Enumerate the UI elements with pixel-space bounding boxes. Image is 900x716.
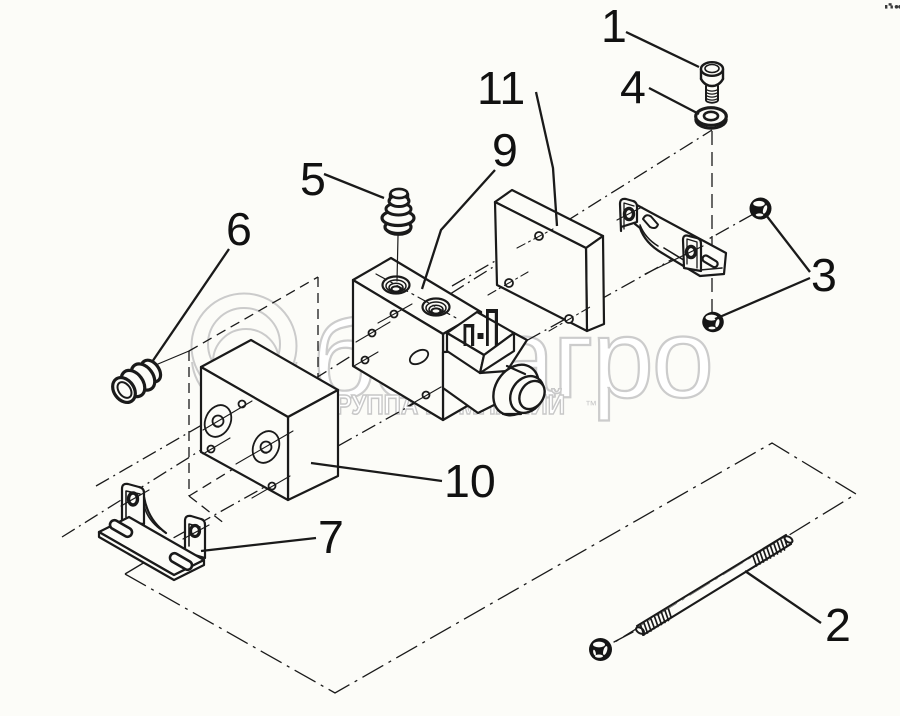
- svg-text:1: 1: [601, 0, 627, 52]
- svg-text:9: 9: [492, 124, 518, 176]
- svg-text:6: 6: [226, 203, 252, 255]
- svg-text:7: 7: [318, 511, 344, 563]
- svg-text:10: 10: [444, 455, 496, 507]
- svg-text:11: 11: [477, 62, 525, 114]
- svg-text:3: 3: [811, 249, 837, 301]
- svg-text:™: ™: [585, 398, 597, 412]
- svg-text:5: 5: [300, 153, 326, 205]
- svg-text:4: 4: [620, 61, 646, 113]
- svg-text:2: 2: [825, 599, 851, 651]
